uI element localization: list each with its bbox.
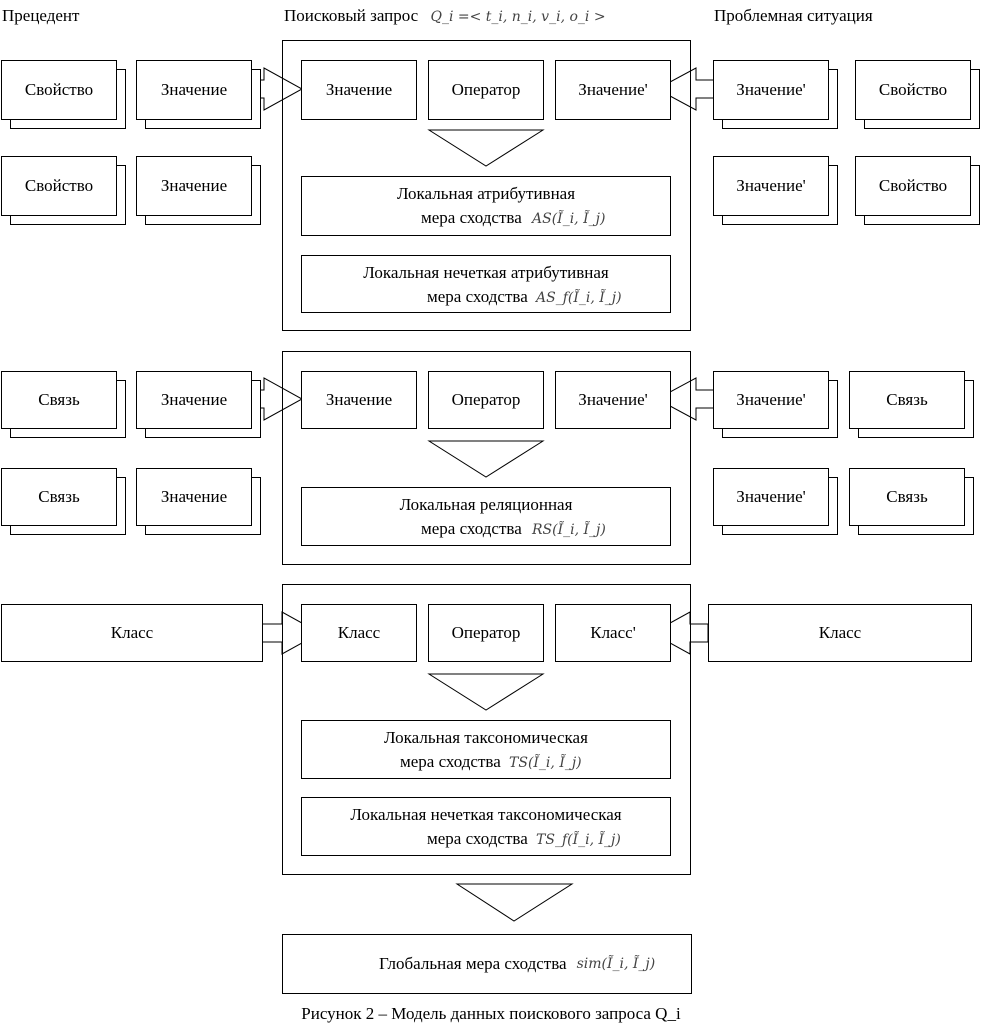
tax-local-measure: Локальная таксономическая мера сходства … (301, 720, 671, 779)
query-header-label: Поисковый запрос (284, 6, 419, 25)
attr-right-value-1: Значение' (713, 60, 838, 129)
tax-fuzzy-title: Локальная нечеткая таксономическая (350, 805, 622, 824)
rel-center-operator: Оператор (428, 371, 544, 429)
global-measure-formula: sim(Ĩ_i, Ĩ_j) (576, 956, 656, 972)
rel-local-measure: Локальная реляционная мера сходства RS(Ĩ… (301, 487, 671, 546)
global-measure-label: Глобальная мера сходства (379, 954, 567, 973)
tax-fuzzy-measure: Локальная нечеткая таксономическая мера … (301, 797, 671, 856)
attr-fuzzy-measure: Локальная нечеткая атрибутивная мера схо… (301, 255, 671, 313)
tax-measure-subtitle: мера сходства TS(Ĩ_i, Ĩ_j) (400, 752, 582, 771)
global-measure: Глобальная мера сходства sim(Ĩ_i, Ĩ_j) (282, 934, 692, 994)
class-left: Класс (1, 604, 263, 662)
rel-right-link-2: Связь (849, 468, 974, 535)
tax-fuzzy-subtitle: мера сходства TS_f(Ĩ_i, Ĩ_j) (427, 829, 621, 848)
arrow-down-2 (427, 440, 545, 478)
attr-fuzzy-subtitle: мера сходства AS_f(Ĩ_i, Ĩ_j) (427, 287, 622, 306)
attr-center-value-prime: Значение' (555, 60, 671, 120)
arrow-left-1 (655, 67, 715, 111)
arrow-down-1 (427, 129, 545, 167)
attr-left-value-1: Значение (136, 60, 261, 129)
attr-left-property-2: Свойство (1, 156, 126, 225)
rel-measure-subtitle: мера сходства RS(Ĩ_i, Ĩ_j) (421, 519, 606, 538)
figure-caption: Рисунок 2 – Модель данных поискового зап… (301, 1004, 681, 1023)
attr-right-value-2: Значение' (713, 156, 838, 225)
attr-measure-title: Локальная атрибутивная (396, 184, 576, 203)
precedent-header: Прецедент (2, 6, 80, 25)
attr-fuzzy-title: Локальная нечеткая атрибутивная (363, 263, 609, 282)
attr-group-frame (282, 40, 691, 331)
query-header: Поисковый запрос Q_i =< t_i, n_i, v_i, o… (284, 6, 606, 26)
rel-group-frame (282, 351, 691, 565)
rel-right-value-1: Значение' (713, 371, 838, 438)
class-center-operator: Оператор (428, 604, 544, 662)
attr-measure-subtitle: мера сходства AS(Ĩ_i, Ĩ_j) (421, 208, 606, 227)
attr-local-measure: Локальная атрибутивная мера сходства AS(… (301, 176, 671, 236)
rel-right-value-2: Значение' (713, 468, 838, 535)
attr-left-property-1: Свойство (1, 60, 126, 129)
rel-right-link-1: Связь (849, 371, 974, 438)
rel-left-link-1: Связь (1, 371, 126, 438)
rel-center-value-prime: Значение' (555, 371, 671, 429)
class-right: Класс (708, 604, 972, 662)
attr-center-value: Значение (301, 60, 417, 120)
attr-left-value-2: Значение (136, 156, 261, 225)
rel-left-link-2: Связь (1, 468, 126, 535)
rel-left-value-1: Значение (136, 371, 261, 438)
attr-right-property-1: Свойство (855, 60, 980, 129)
arrow-down-global (455, 883, 574, 922)
tax-measure-title: Локальная таксономическая (384, 728, 588, 747)
problem-header: Проблемная ситуация (714, 6, 873, 25)
rel-center-value: Значение (301, 371, 417, 429)
class-center-class: Класс (301, 604, 417, 662)
attr-center-operator: Оператор (428, 60, 544, 120)
rel-left-value-2: Значение (136, 468, 261, 535)
class-center-class-prime: Класс' (555, 604, 671, 662)
class-group-frame (282, 584, 691, 875)
query-formula: Q_i =< t_i, n_i, v_i, o_i > (430, 9, 606, 25)
arrow-left-2 (655, 377, 715, 421)
attr-right-property-2: Свойство (855, 156, 980, 225)
rel-measure-title: Локальная реляционная (399, 495, 573, 514)
arrow-down-3 (427, 673, 545, 711)
